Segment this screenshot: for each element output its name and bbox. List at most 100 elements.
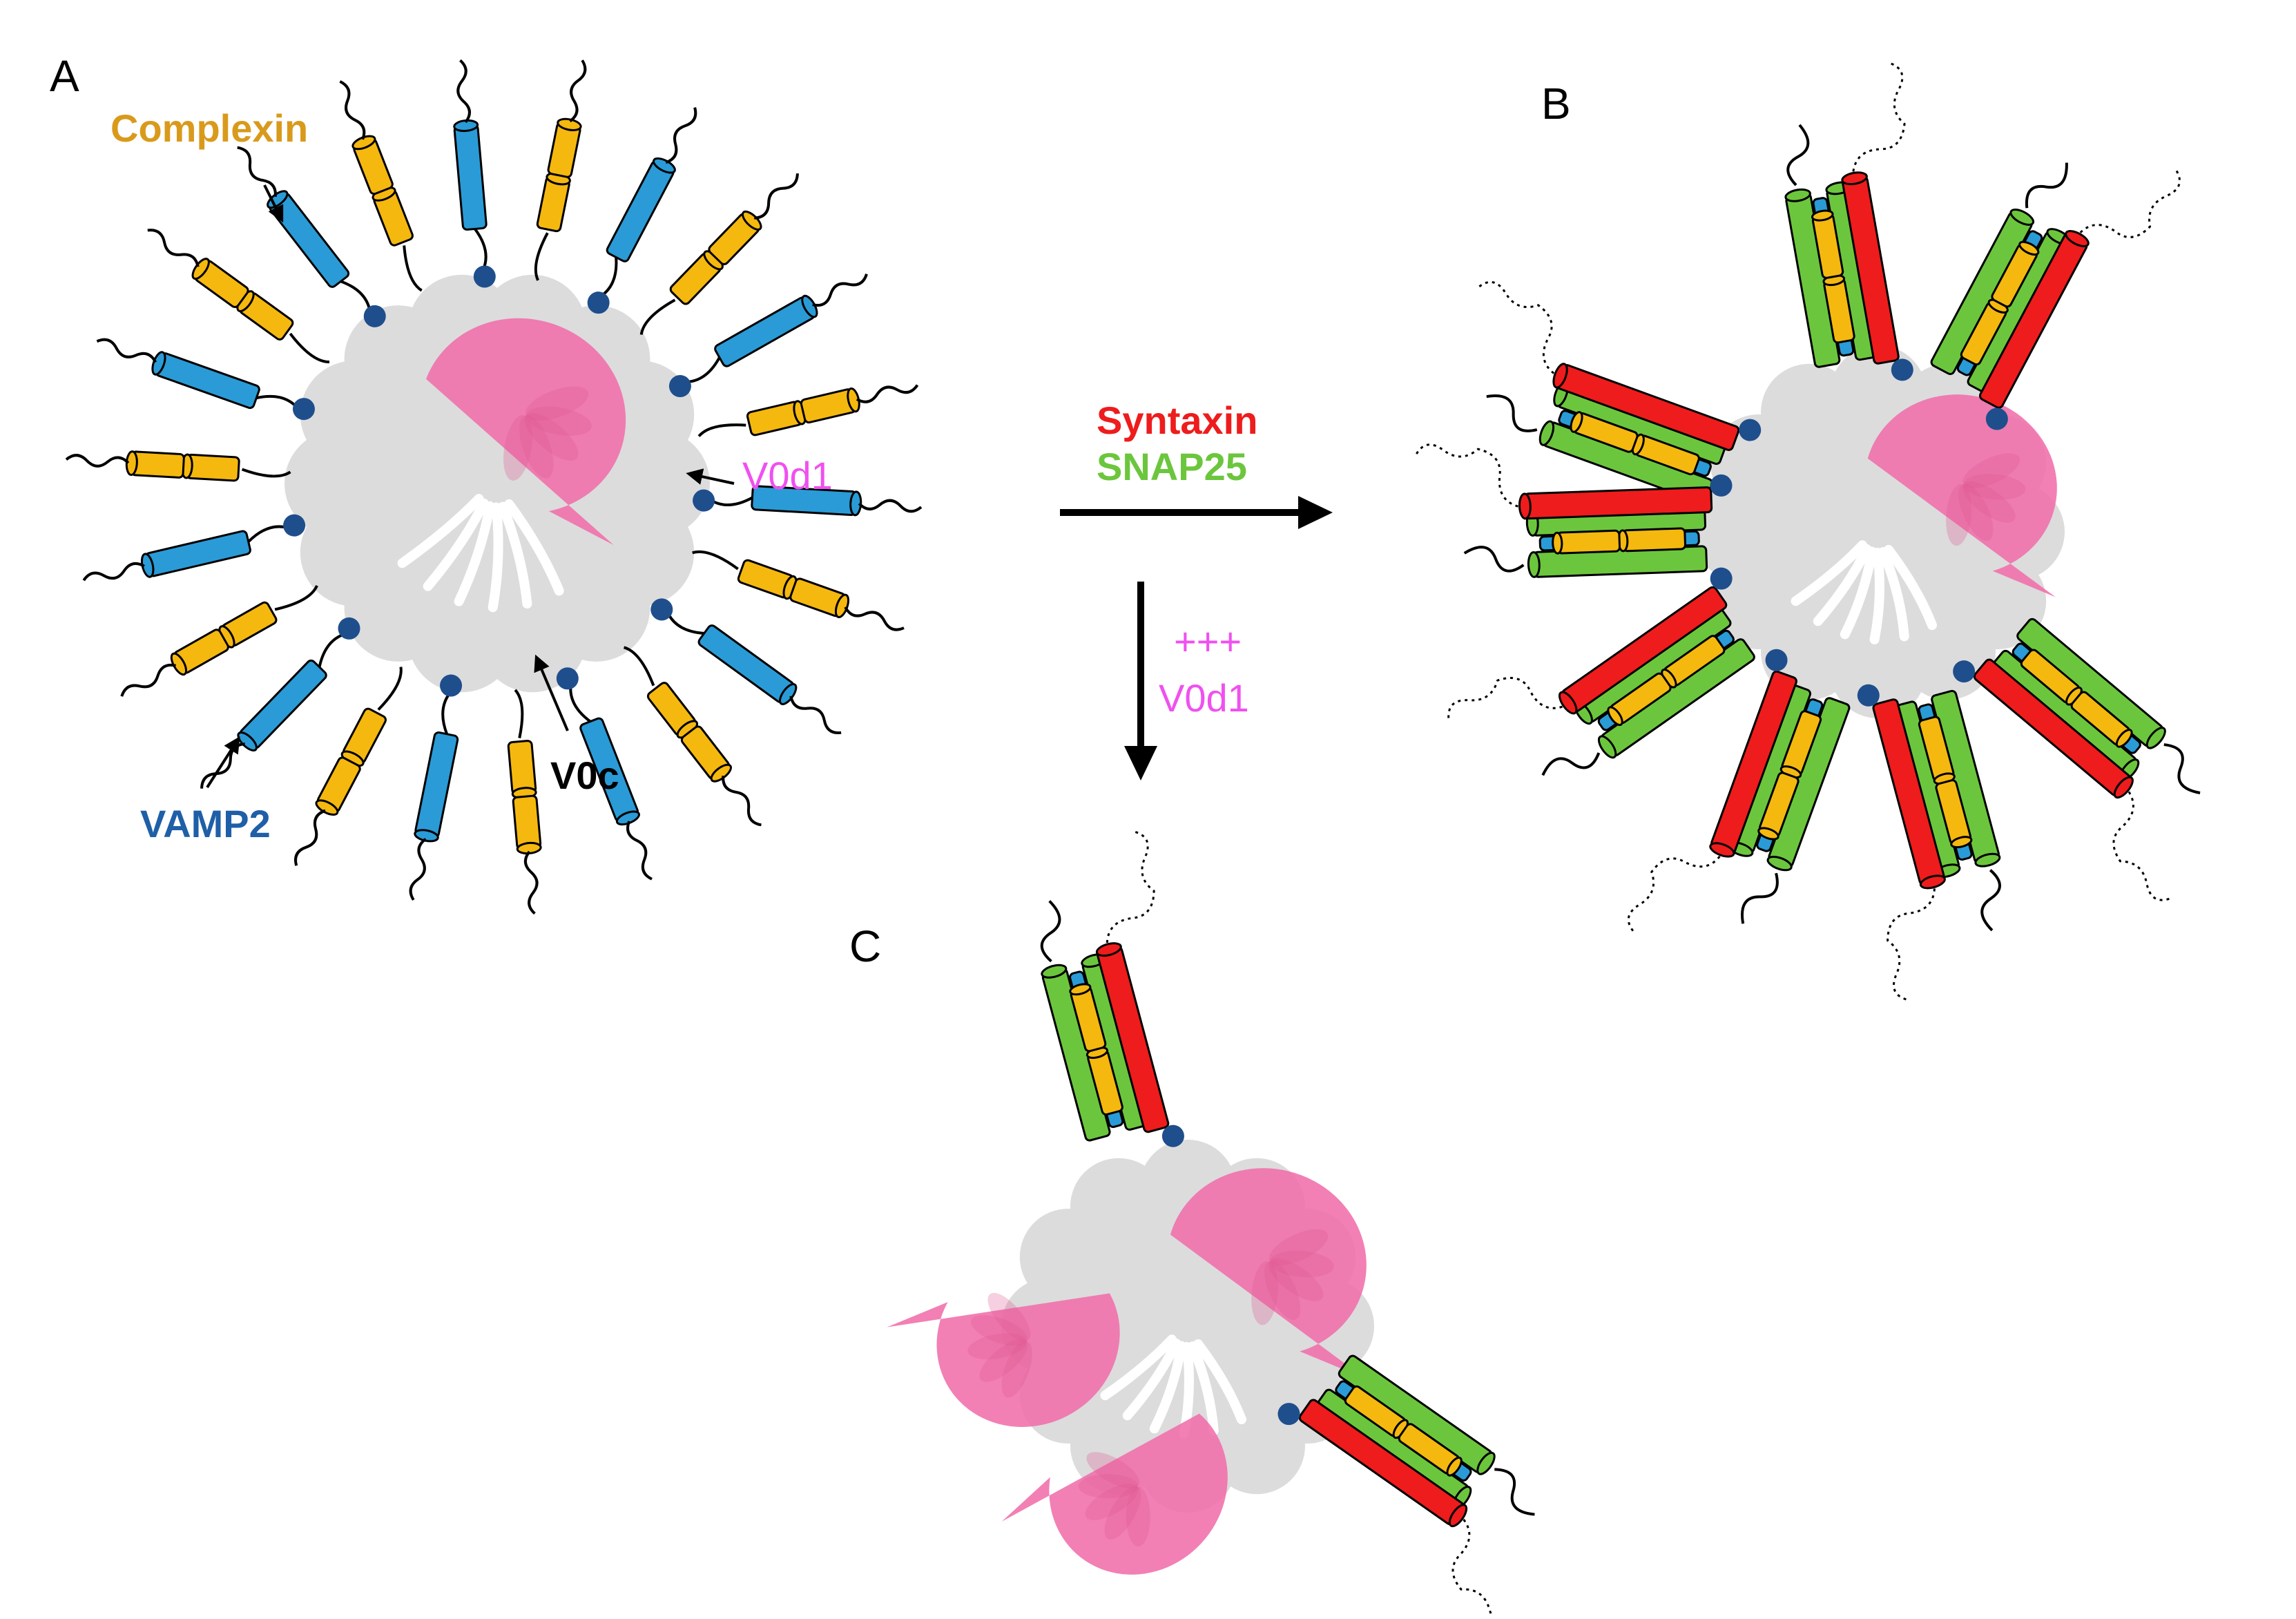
linker [403,245,423,292]
complexin-helix-cap [2115,729,2133,748]
v0d1-a-body [426,318,626,546]
complexin-helix-cap [1446,1456,1463,1477]
v0d1-body [1170,1168,1367,1379]
v0d1-body [887,1293,1120,1427]
vamp2-spoke [82,514,306,582]
complexin-helix-cap [1552,531,1563,555]
complexin-spoke [147,229,330,364]
pointer-v0d1 [686,468,735,485]
complexin-spoke [339,80,423,292]
v0d1-lobe [1086,1452,1140,1488]
habc-domain-linker [1447,677,1563,719]
snare-complex [1040,830,1184,1147]
tail [456,59,471,124]
tail [2025,162,2068,209]
v0d1-lobe [1958,483,1994,542]
complexin-helix [507,740,537,795]
complexin-helix [1621,527,1686,553]
lipid-anchor [556,667,579,690]
lipid-anchor [1161,1124,1184,1147]
vamp2-helix [414,731,459,839]
snap25-helix-cap [1974,852,2001,868]
pointer-v0c [534,654,569,731]
linker [623,646,655,687]
vamp2-spoke [453,59,496,288]
v0d1-lobe [1078,1474,1139,1499]
complexin-spoke [697,384,919,437]
habc-domain-linker [1627,855,1721,932]
lipid-anchor [1739,419,1762,441]
complexin-helix-cap [1950,836,1973,849]
v0d1-c-body [1170,1168,1367,1379]
vamp2-label: VAMP2 [140,802,271,845]
snare-complex [1784,62,1913,381]
vamp2-spoke [693,485,923,517]
panel-b [1415,62,2201,1001]
v0c-cleft [454,501,495,606]
panel-a [65,59,923,915]
linker [692,550,739,571]
tail [523,850,539,915]
vamp2-helix [697,624,795,703]
v0d1-b [1867,394,2057,597]
snap25-helix-cap [1784,188,1811,202]
v0d1-lobe [979,1339,1028,1382]
v0c-cleft [1193,1339,1246,1425]
v0d1-b-body [1867,394,2057,597]
v0d1-body [1001,1413,1228,1575]
v0c-cleft [1869,547,1884,644]
complexin-helix [512,794,542,850]
linker [639,298,676,335]
habc-domain-linker [1106,830,1155,943]
v0d1-lobe [1268,1229,1329,1265]
lipid-anchor [1891,358,1913,381]
snare-complex [1277,1354,1535,1619]
lipid-anchor [1953,660,1976,683]
syntaxin-helix [1523,486,1713,520]
v0d1-lobe [519,415,554,479]
lipid-anchor [1985,408,2008,430]
vamp2-helix [606,160,675,262]
complexin-spoke [639,173,799,335]
tail [812,274,868,307]
tail [1486,394,1538,432]
snare-complex [1478,280,1762,504]
pointer-vamp2 [206,736,240,789]
lipid-anchor [1857,684,1880,707]
v0d1-lobe [1085,1484,1139,1520]
linker [289,332,330,364]
syntaxin-helix-cap [1448,1504,1468,1528]
lipid-anchor [440,674,463,697]
complexin-label: Complexin [110,106,308,150]
lipid-anchor [668,375,691,398]
snap25-helix-cap [1476,1451,1496,1475]
habc-domain-linker [2079,169,2181,238]
complexin-spoke [65,450,291,482]
v0c-cleft [1813,544,1872,626]
habc-domain-linker [1887,888,1936,1001]
tail [96,338,157,363]
panel-letter-b: B [1541,79,1571,128]
complexin-helix-cap [1069,983,1092,996]
v0d1-body [426,318,626,546]
v0d1-lobe [1946,483,1972,546]
v0d1-label-arrow: V0d1 [1159,676,1249,720]
vamp2-helix [453,124,488,231]
v0d1-c [887,1168,1367,1575]
complexin-helix [1556,529,1621,555]
tail [789,696,842,734]
v0d1-label-a: V0d1 [742,454,833,497]
lipid-anchor [338,617,360,640]
vamp2-helix [269,193,350,288]
snap25-helix-cap [2145,727,2166,749]
syntaxin-helix-cap [1558,691,1578,715]
vamp2-spoke [556,667,653,881]
linker [377,667,403,711]
habc-domain-linker [1415,443,1518,508]
v0c-cleft [1840,546,1877,640]
complexin-helix-cap [1811,209,1834,222]
lipid-anchor [650,598,673,621]
complexin-spoke [507,689,542,915]
tail [1040,900,1061,963]
